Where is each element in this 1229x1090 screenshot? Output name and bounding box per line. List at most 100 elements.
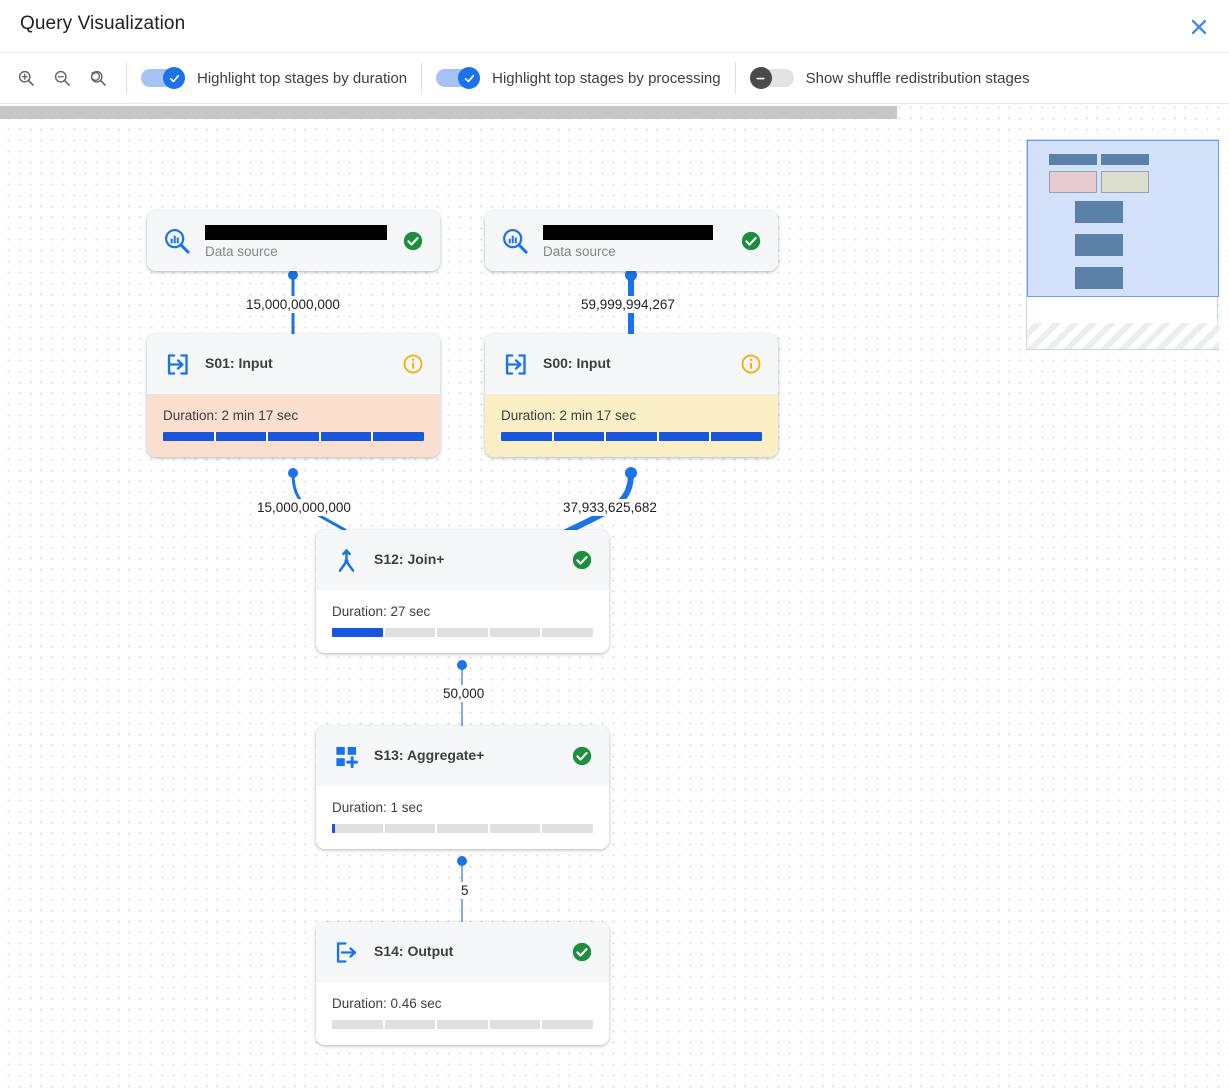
status-badge-success — [571, 549, 593, 571]
progress-bar-ticks — [163, 432, 424, 441]
node-header: S01: Input — [147, 334, 440, 394]
toggle-highlight-duration[interactable]: Highlight top stages by duration — [141, 67, 407, 89]
graph-node-s12-join[interactable]: S12: Join+ Duration: 27 sec — [316, 530, 609, 653]
graph-node-s01-input[interactable]: S01: Input Duration: 2 min 17 sec — [147, 334, 440, 457]
minimap-node — [1049, 154, 1097, 165]
minimap-node — [1075, 267, 1123, 289]
visualization-toolbar: Highlight top stages by duration Highlig… — [0, 52, 1229, 104]
zoom-out-icon — [54, 70, 70, 86]
progress-bar-fill — [332, 628, 385, 637]
node-title-block: S13: Aggregate+ — [374, 747, 557, 765]
node-title-block: Data source — [205, 224, 388, 259]
minimap-viewport[interactable] — [1027, 140, 1219, 297]
page-title: Query Visualization — [20, 13, 186, 34]
minus-icon — [756, 77, 765, 79]
status-badge-success — [571, 745, 593, 767]
node-title-block: Data source — [543, 224, 726, 259]
switch-knob — [163, 67, 185, 89]
node-header: S12: Join+ — [316, 530, 609, 590]
node-header: Data source — [147, 211, 440, 271]
canvas-horizontal-scrollbar[interactable] — [0, 106, 897, 119]
minimap-node-highlight-duration — [1049, 171, 1097, 193]
toggle-highlight-duration-switch[interactable] — [141, 67, 185, 89]
node-body: Duration: 1 sec — [316, 786, 609, 849]
join-icon — [332, 546, 360, 574]
data-source-icon — [163, 227, 191, 255]
status-badge-success — [571, 941, 593, 963]
node-title-block: S01: Input — [205, 355, 388, 373]
graph-node-s14-output[interactable]: S14: Output Duration: 0.46 sec — [316, 922, 609, 1045]
zoom-reset-icon — [90, 70, 106, 86]
graph-node-s00-input[interactable]: S00: Input Duration: 2 min 17 sec — [485, 334, 778, 457]
node-duration-label: Duration: 27 sec — [332, 604, 431, 619]
progress-bar-ticks — [501, 432, 762, 441]
progress-bar-fill — [163, 432, 424, 441]
progress-bar-ticks — [332, 628, 593, 637]
edge-label-ds-left-to-s01: 15,000,000,000 — [243, 296, 343, 313]
node-body: Duration: 27 sec — [316, 590, 609, 653]
progress-bar-ticks — [332, 824, 593, 833]
input-arrow-icon — [163, 350, 191, 378]
output-arrow-icon — [332, 938, 360, 966]
zoom-in-icon — [18, 70, 34, 86]
minimap-node — [1101, 154, 1149, 165]
graph-node-s13-aggregate[interactable]: S13: Aggregate+ Duration: 1 sec — [316, 726, 609, 849]
graph-node-data-source-left[interactable]: Data source — [147, 211, 440, 271]
node-header: Data source — [485, 211, 778, 271]
progress-bar-ticks — [332, 1020, 593, 1029]
toggle-show-shuffle-switch[interactable] — [749, 67, 794, 89]
status-badge-info[interactable] — [740, 353, 762, 375]
progress-bar-fill — [501, 432, 762, 441]
edge-label-ds-right-to-s00: 59,999,994,267 — [578, 296, 678, 313]
node-subtitle: Data source — [205, 243, 278, 259]
node-title-block: S12: Join+ — [374, 551, 557, 569]
status-badge-info[interactable] — [402, 353, 424, 375]
graph-node-data-source-right[interactable]: Data source — [485, 211, 778, 271]
node-title-block: S14: Output — [374, 943, 557, 961]
toggle-show-shuffle-label: Show shuffle redistribution stages — [805, 69, 1030, 87]
close-icon — [1191, 19, 1207, 35]
node-header: S13: Aggregate+ — [316, 726, 609, 786]
node-title: S01: Input — [205, 355, 273, 371]
status-badge-success — [402, 230, 424, 252]
node-duration-label: Duration: 2 min 17 sec — [163, 408, 299, 423]
data-source-icon — [501, 227, 529, 255]
graph-canvas[interactable]: 15,000,000,000 59,999,994,267 15,000,000… — [0, 105, 1229, 1090]
zoom-reset-button[interactable] — [84, 64, 112, 92]
check-icon — [169, 74, 179, 82]
toggle-highlight-duration-label: Highlight top stages by duration — [197, 69, 408, 87]
toggle-highlight-processing-switch[interactable] — [436, 67, 481, 89]
node-body: Duration: 2 min 17 sec — [485, 394, 778, 457]
node-duration-label: Duration: 1 sec — [332, 800, 423, 815]
toolbar-divider-3 — [734, 62, 736, 94]
switch-knob — [458, 67, 481, 89]
zoom-out-button[interactable] — [48, 64, 76, 92]
status-badge-success — [740, 230, 762, 252]
input-arrow-icon — [501, 350, 529, 378]
node-duration-label: Duration: 0.46 sec — [332, 996, 442, 1011]
node-body: Duration: 2 min 17 sec — [147, 394, 440, 457]
graph-minimap[interactable] — [1026, 139, 1219, 350]
toggle-show-shuffle[interactable]: Show shuffle redistribution stages — [749, 67, 1030, 89]
dialog-title-bar: Query Visualization — [0, 0, 1229, 52]
close-button[interactable] — [1181, 9, 1217, 45]
zoom-in-button[interactable] — [12, 64, 40, 92]
minimap-node — [1075, 234, 1123, 256]
progress-bar — [501, 432, 762, 441]
node-title: S12: Join+ — [374, 551, 445, 567]
node-header: S00: Input — [485, 334, 778, 394]
node-title: S14: Output — [374, 943, 454, 959]
zoom-controls — [0, 64, 112, 92]
edge-label-s12-to-s13: 50,000 — [440, 685, 488, 702]
toggle-highlight-processing-label: Highlight top stages by processing — [492, 69, 721, 87]
progress-bar — [332, 1020, 593, 1029]
node-title-block: S00: Input — [543, 355, 726, 373]
edge-label-s00-to-s12: 37,933,625,682 — [560, 499, 660, 516]
progress-bar — [332, 628, 593, 637]
node-header: S14: Output — [316, 922, 609, 982]
minimap-offscreen-area — [1027, 323, 1219, 349]
toggle-highlight-processing[interactable]: Highlight top stages by processing — [436, 67, 721, 89]
switch-knob — [749, 67, 772, 89]
node-duration-label: Duration: 2 min 17 sec — [501, 408, 637, 423]
redacted-data-source-name — [205, 224, 387, 240]
